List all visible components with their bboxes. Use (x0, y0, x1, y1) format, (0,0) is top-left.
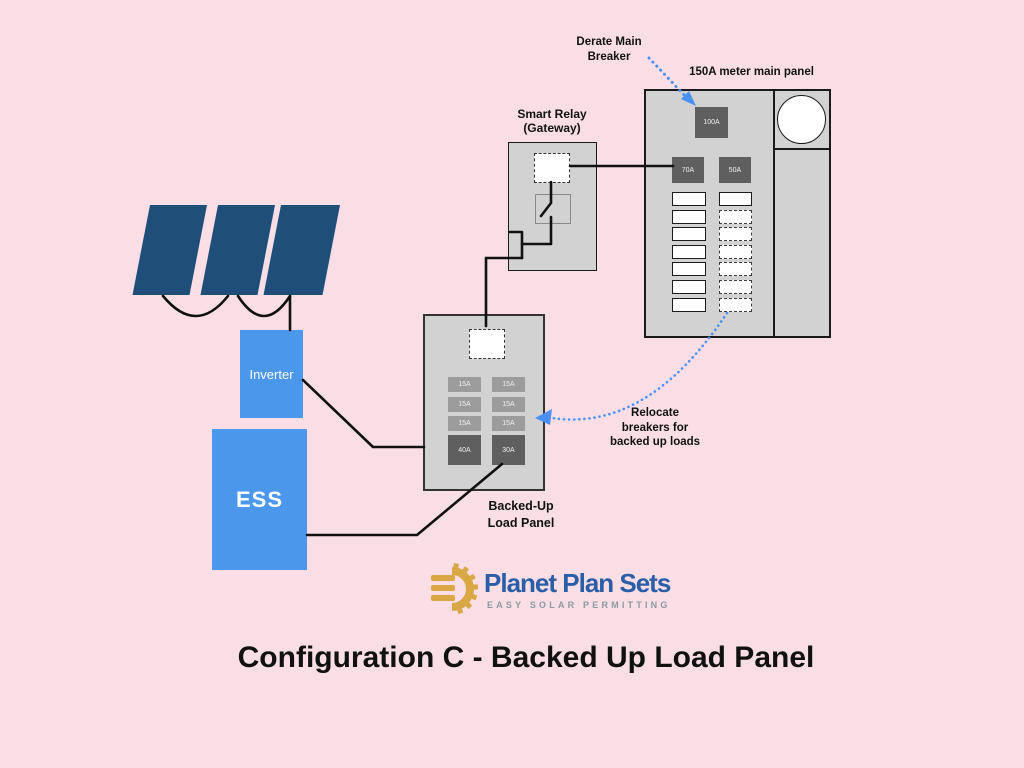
breaker-70a: 70A (672, 157, 704, 183)
ess-box: ESS (212, 429, 307, 570)
breaker-15a: 15A (448, 416, 481, 431)
vacated-breaker-slot (719, 262, 752, 276)
breaker-15a: 15A (448, 377, 481, 392)
relay-switch-box (535, 194, 571, 224)
breaker-slot (672, 262, 706, 276)
utility-meter (777, 95, 826, 144)
solar-panel (263, 205, 340, 295)
relocate-breakers-label: Relocate breakers for backed up loads (609, 407, 701, 448)
main-breaker-100a: 100A (695, 107, 728, 138)
solar-panel (200, 205, 275, 295)
breaker-50a: 50A (719, 157, 751, 183)
breaker-slot (672, 210, 706, 224)
vacated-breaker-slot (719, 227, 752, 241)
vacated-breaker-slot (719, 280, 752, 294)
inverter-to-load-panel-wire (301, 378, 426, 449)
breaker-slot (672, 280, 706, 294)
page-title: Configuration C - Backed Up Load Panel (237, 641, 815, 674)
relay-module (534, 153, 570, 183)
vacated-breaker-slot (719, 210, 752, 224)
pv-string-wire (236, 294, 292, 318)
meter-main-panel-label: 150A meter main panel (689, 66, 814, 78)
smart-relay-box (508, 142, 597, 271)
breaker-15a: 15A (492, 377, 525, 392)
breaker-slot (719, 192, 752, 206)
vacated-breaker-slot (719, 298, 752, 312)
breaker-40a: 40A (448, 435, 481, 465)
meter-cell-line (775, 148, 831, 150)
breaker-slot (672, 227, 706, 241)
breaker-30a: 30A (492, 435, 525, 465)
pv-string-wire (161, 294, 230, 318)
brand-tagline: EASY SOLAR PERMITTING (487, 600, 671, 610)
inverter-label: Inverter (249, 366, 294, 382)
feed-module (469, 329, 505, 359)
backed-up-load-panel-label: Backed-Up Load Panel (487, 499, 555, 530)
breaker-slot (672, 245, 706, 259)
backed-up-load-panel: 15A 15A 15A 40A 15A 15A 15A 30A (423, 314, 545, 491)
breaker-15a: 15A (492, 397, 525, 412)
breaker-slot (672, 192, 706, 206)
breaker-15a: 15A (492, 416, 525, 431)
inverter-box: Inverter (240, 330, 303, 418)
panel-divider (773, 91, 775, 336)
smart-relay-label: Smart Relay (Gateway) (517, 107, 587, 135)
solar-panel (132, 205, 207, 295)
planet-plan-sets-logo-icon (431, 562, 479, 615)
breaker-slot (672, 298, 706, 312)
derate-main-breaker-label: Derate Main Breaker (576, 36, 642, 63)
vacated-breaker-slot (719, 245, 752, 259)
meter-main-panel: 100A 70A 50A (644, 89, 831, 338)
ess-label: ESS (235, 486, 284, 512)
breaker-15a: 15A (448, 397, 481, 412)
brand-name: Planet Plan Sets (484, 568, 671, 598)
